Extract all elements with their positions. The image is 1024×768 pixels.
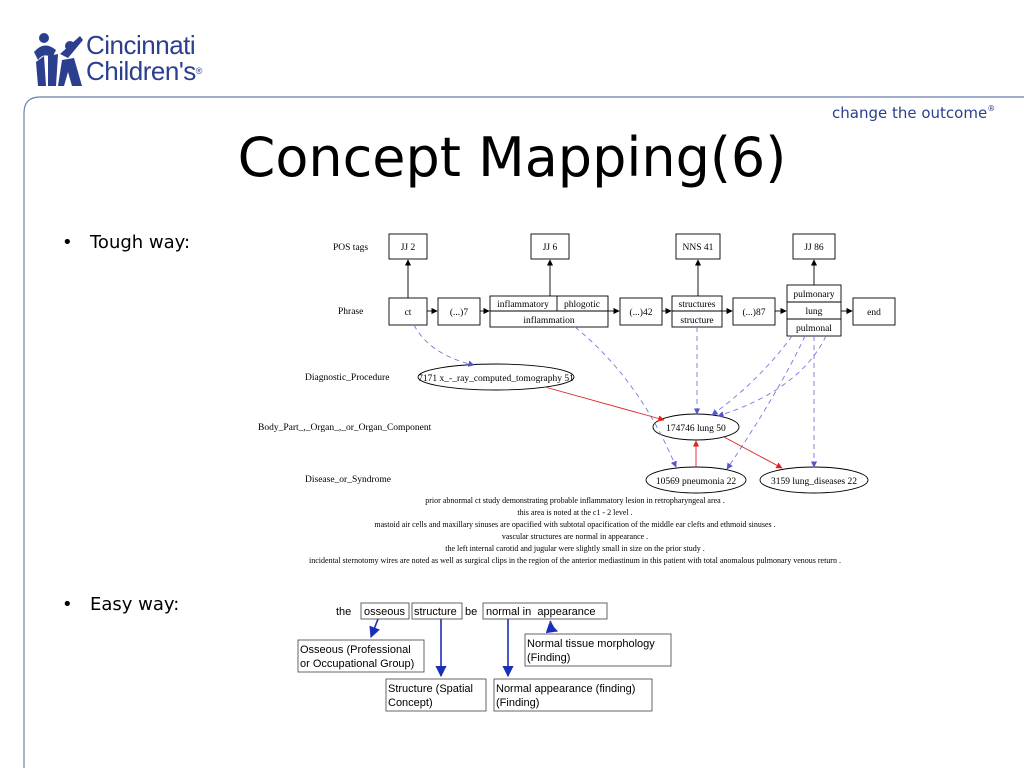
row-label-pos-tags: POS tags [333,243,368,253]
row-label-diagnostic-procedure: Diagnostic_Procedure [305,373,389,383]
phrase-end: end [867,308,881,318]
pos-tag-jj6: JJ 6 [543,243,558,253]
row-label-body-part: Body_Part_,_Organ_,_or_Organ_Component [258,423,432,433]
phrase-node-gap3 [732,297,776,326]
easy-concept-box-normal-appearance [493,678,653,712]
easy-word-the: the [336,606,351,618]
pos-tag-box-4 [792,233,836,260]
report-line-6: incidental sternotomy wires are noted as… [309,556,841,565]
pos-tag-jj86: JJ 86 [804,243,824,253]
concept-ct-scan: 7171 x_-_ray_computed_tomography 51 [418,374,574,384]
easy-concept-osseous-line2: or Occupational Group) [300,658,414,670]
easy-box-normal-in-appearance [482,602,608,620]
easy-concept-normal-appearance-line1: Normal appearance (finding) [496,683,635,695]
pos-tag-box-3 [675,233,721,260]
easy-word-be: be [465,606,477,618]
pos-tag-box-1 [388,233,428,260]
phrase-structures: structures [679,300,716,310]
row-label-phrase: Phrase [338,307,363,317]
phrase-pulmonary: pulmonary [793,290,834,300]
easy-concept-structure-line2: Concept) [388,697,433,709]
easy-box-structure [411,602,463,620]
easy-concept-box-tissue-morphology [524,633,672,667]
easy-word-osseous: osseous [364,606,405,618]
registered-mark: ® [195,66,203,76]
tagline: change the outcome® [832,104,996,122]
easy-concept-box-structure [385,678,487,712]
phrase-gap3: (...)87 [743,307,766,318]
bullet-tough-way: •Tough way: [62,232,191,253]
pos-tag-jj2: JJ 2 [401,243,416,253]
report-line-1: prior abnormal ct study demonstrating pr… [425,496,724,505]
concept-node-ct-scan [417,363,575,391]
phrase-pulmonal: pulmonal [796,324,832,334]
easy-concept-normal-appearance-line2: (Finding) [496,697,539,709]
easy-concept-structure-line1: Structure (Spatial [388,683,473,695]
phrase-gap1: (...)7 [450,307,468,318]
bullet-easy-way: •Easy way: [62,594,180,615]
concept-lung-diseases: 3159 lung_diseases 22 [771,477,857,487]
logo-name-line1: Cincinnati [86,30,196,60]
pos-tag-box-2 [530,233,570,260]
pos-tag-nns41: NNS 41 [683,243,714,253]
row-label-disease: Disease_or_Syndrome [305,475,391,485]
phrase-gap2: (...)42 [630,307,653,318]
phrase-inflammation: inflammation [523,315,574,326]
easy-concept-osseous-line1: Osseous (Professional [300,644,411,656]
phrase-ct: ct [405,308,412,318]
phrase-node-end [852,297,896,326]
easy-concept-tissue-line2: (Finding) [527,652,570,664]
easy-concept-box-osseous [297,639,425,673]
report-line-5: the left internal carotid and jugular we… [445,544,705,553]
phrase-inflammatory: inflammatory [497,299,549,310]
report-line-2: this area is noted at the c1 - 2 level . [517,508,632,517]
phrase-lung: lung [806,307,823,317]
easy-word-structure: structure [414,606,457,618]
phrase-node-gap2 [619,297,663,326]
phrase-node-gap1 [437,297,481,326]
concept-lung: 174746 lung 50 [666,424,726,434]
easy-word-normal-in-appearance: normal in appearance [486,606,595,618]
easy-box-osseous [360,602,410,620]
phrase-node-inflammation [489,295,609,328]
tagline-registered-mark: ® [987,104,996,113]
phrase-phlogotic: phlogotic [564,300,600,310]
easy-concept-tissue-line1: Normal tissue morphology [527,638,655,650]
report-line-4: vascular structures are normal in appear… [502,532,648,541]
logo-name-line2: Children's® [86,56,203,86]
report-line-3: mastoid air cells and maxillary sinuses … [374,520,775,529]
slide-title: Concept Mapping(6) [237,126,787,189]
phrase-structure: structure [680,316,713,326]
concept-pneumonia: 10569 pneumonia 22 [656,477,736,487]
cincinnati-childrens-logo-icon [34,33,83,86]
